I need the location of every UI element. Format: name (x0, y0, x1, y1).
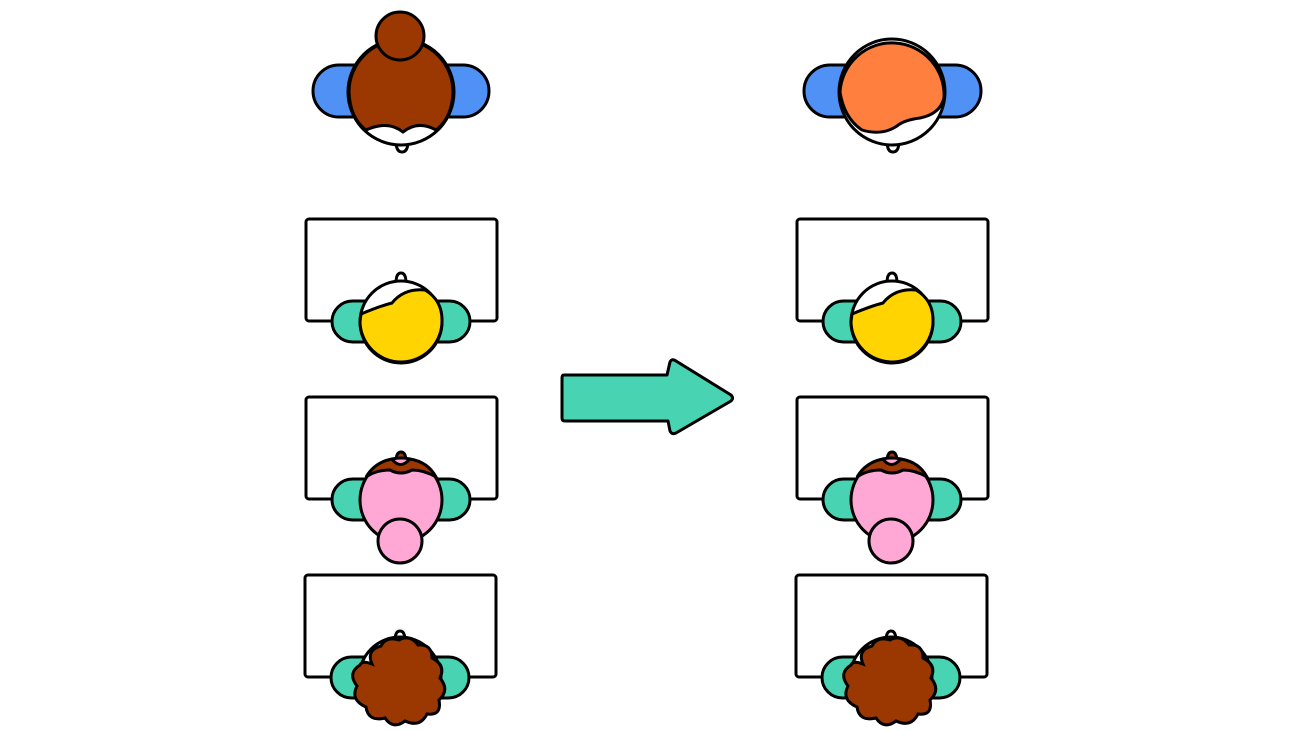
teacher-hair (838, 41, 946, 134)
student-hair (849, 288, 935, 364)
teacher-hair-bun (374, 10, 426, 62)
transition-arrow (560, 358, 734, 436)
student-hair-bun (867, 517, 915, 565)
teacher-after (802, 37, 983, 154)
student-curly-after (794, 573, 989, 727)
student-hair-fringe (364, 457, 440, 481)
arrow-right-icon (560, 358, 734, 436)
after-panel (794, 37, 990, 727)
student-yellow-after (795, 217, 990, 365)
student-pink-after (795, 395, 990, 565)
before-panel (303, 10, 499, 727)
student-curly-hair (351, 636, 447, 727)
student-pink-before (304, 395, 499, 565)
student-hair (358, 288, 444, 364)
student-curly-before (303, 573, 498, 727)
student-curly-hair (842, 636, 938, 727)
student-hair-fringe (855, 457, 931, 481)
teacher-before (311, 10, 491, 154)
student-hair-bun (376, 517, 424, 565)
student-yellow-before (304, 217, 499, 365)
